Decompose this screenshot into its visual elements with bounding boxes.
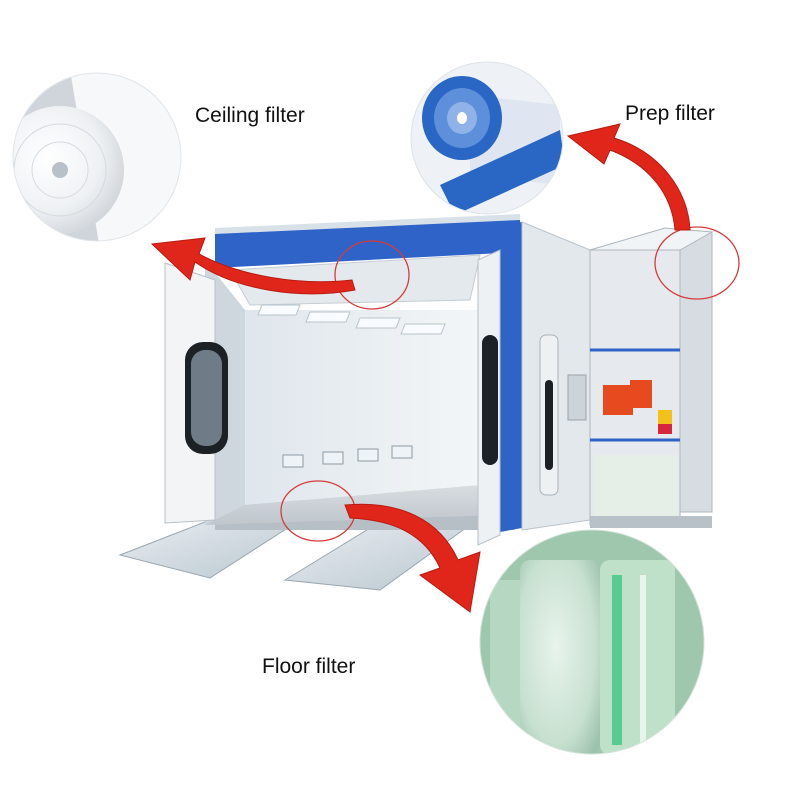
prep-arrow xyxy=(566,123,691,231)
prep-filter-label: Prep filter xyxy=(625,102,715,125)
prep-callout-ring xyxy=(654,226,740,300)
floor-filter-label: Floor filter xyxy=(262,655,356,678)
ceiling-arrow xyxy=(150,237,356,295)
floor-filter-roll-icon xyxy=(479,529,705,755)
ceiling-filter-label: Ceiling filter xyxy=(195,104,305,127)
ceiling-callout-ring xyxy=(334,240,410,310)
prep-filter-roll-icon xyxy=(410,61,564,215)
ceiling-filter-roll-icon xyxy=(12,72,182,242)
floor-arrow xyxy=(344,503,481,613)
